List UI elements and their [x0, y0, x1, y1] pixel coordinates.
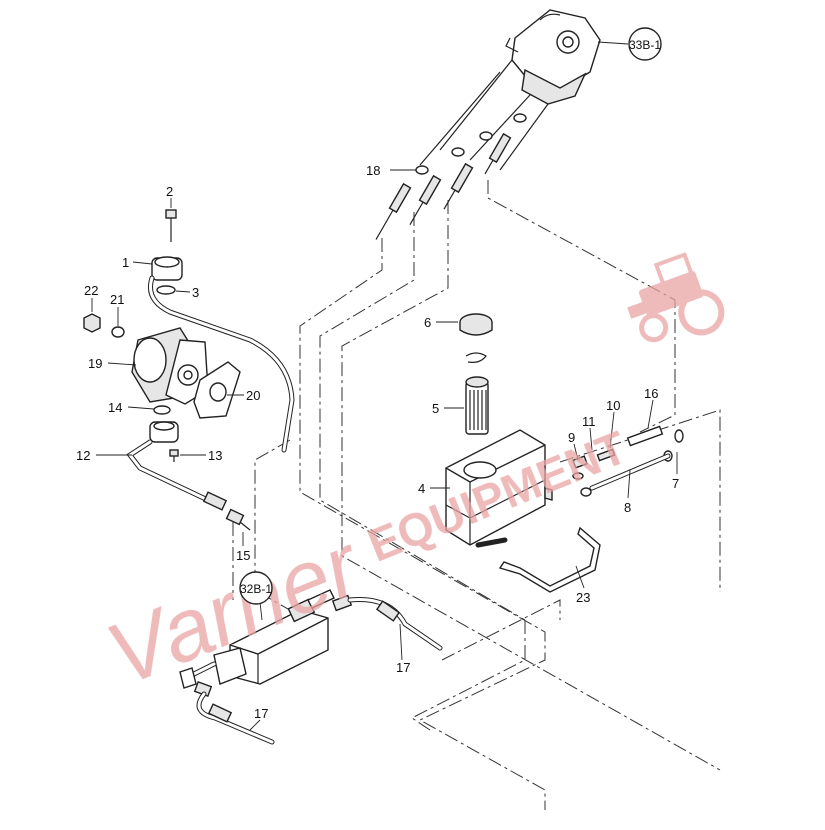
part-label-14: 14 — [108, 400, 122, 415]
part-label-16: 16 — [644, 386, 658, 401]
part-label-12: 12 — [76, 448, 90, 463]
part-label-4: 4 — [418, 481, 425, 496]
part-label-9: 9 — [568, 430, 575, 445]
callout-33b: 33B-1 — [628, 27, 662, 61]
part-label-2: 2 — [166, 184, 173, 199]
part-label-23: 23 — [576, 590, 590, 605]
part-label-22: 22 — [84, 283, 98, 298]
steering-cylinder — [179, 589, 443, 745]
part-label-8: 8 — [624, 500, 631, 515]
part-label-11: 11 — [582, 414, 596, 429]
callout-32b: 32B-1 — [239, 571, 273, 605]
filter-ribs — [469, 390, 487, 430]
part-label-17-upper: 17 — [396, 660, 410, 675]
steering-unit — [419, 9, 601, 171]
part-label-19: 19 — [88, 356, 102, 371]
part-label-6: 6 — [424, 315, 431, 330]
part-label-13: 13 — [208, 448, 222, 463]
part-label-7: 7 — [672, 476, 679, 491]
callout-33b-text: 33B-1 — [629, 38, 661, 52]
hydraulic-fittings-18 — [375, 113, 527, 240]
routing-guide-lines — [232, 180, 721, 810]
part-label-20: 20 — [246, 388, 260, 403]
leader-lines — [91, 41, 678, 731]
part-label-10: 10 — [606, 398, 620, 413]
pump-assembly — [83, 209, 295, 531]
part-label-5: 5 — [432, 401, 439, 416]
part-label-21: 21 — [110, 292, 124, 307]
part-label-1: 1 — [122, 255, 129, 270]
part-label-17-lower: 17 — [254, 706, 268, 721]
part-labels: 18 2 1 3 22 21 19 20 14 12 13 15 6 5 4 9… — [76, 163, 679, 721]
callout-32b-text: 32B-1 — [240, 582, 272, 596]
tractor-icon — [627, 252, 725, 343]
part-label-3: 3 — [192, 285, 199, 300]
part-label-15: 15 — [236, 548, 250, 563]
part-label-18: 18 — [366, 163, 380, 178]
